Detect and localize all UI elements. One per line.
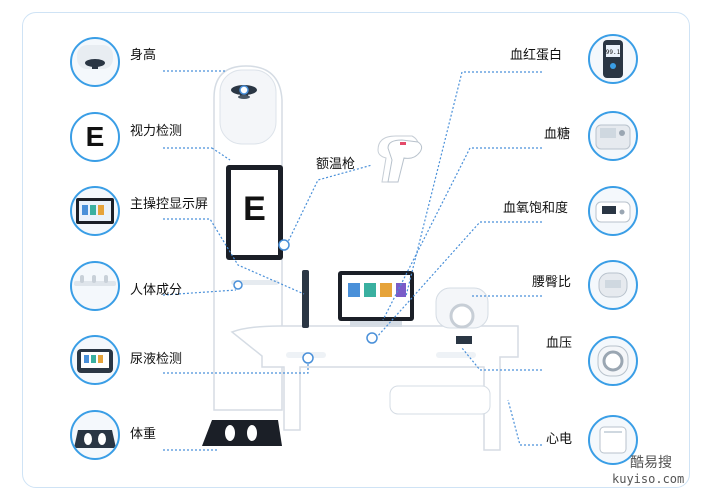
vision-label: 视力检测 (130, 124, 183, 139)
touch-screen-icon (70, 186, 120, 236)
connector-lines (162, 70, 542, 451)
hemoglobin-label: 血红蛋白 (510, 48, 563, 63)
bp-cuff-icon (588, 336, 638, 386)
spo2-label: 血氧饱和度 (503, 201, 569, 216)
height-sensor-icon (70, 37, 120, 87)
glucose-meter-icon (588, 111, 638, 161)
kiosk-screen (226, 165, 283, 260)
kiosk-scale-plate (202, 420, 282, 446)
forehead-thermometer-icon (377, 135, 423, 183)
oximeter-icon (588, 186, 638, 236)
ecg-device-icon (588, 415, 638, 465)
eye-chart-e-icon: E (70, 112, 120, 162)
main-screen-label: 主操控显示屏 (130, 197, 209, 212)
body-composition-label: 人体成分 (130, 283, 183, 298)
urine-label: 尿液检测 (130, 352, 183, 367)
height-label: 身高 (130, 48, 157, 63)
scale-footprint-icon (70, 410, 120, 460)
waist-hip-meter-icon (588, 260, 638, 310)
outer-frame (22, 12, 690, 488)
body-composition-handles-icon (70, 261, 120, 311)
hemoglobin-meter-icon: 99.1 (588, 34, 638, 84)
blood-glucose-label: 血糖 (544, 127, 571, 142)
thermometer-label: 额温枪 (316, 157, 356, 172)
kiosk-vision-letter: E (243, 190, 266, 228)
ecg-label: 心电 (546, 432, 573, 447)
hemoglobin-reading: 99.1 (606, 49, 621, 56)
waist-hip-label: 腰臀比 (532, 275, 572, 290)
blood-pressure-label: 血压 (546, 336, 573, 351)
vision-e-glyph: E (85, 121, 105, 152)
weight-label: 体重 (130, 427, 157, 442)
urine-analyzer-icon (70, 335, 120, 385)
watermark-brand: 酷易搜 (630, 455, 672, 471)
watermark-domain: kuyiso.com (612, 472, 685, 486)
